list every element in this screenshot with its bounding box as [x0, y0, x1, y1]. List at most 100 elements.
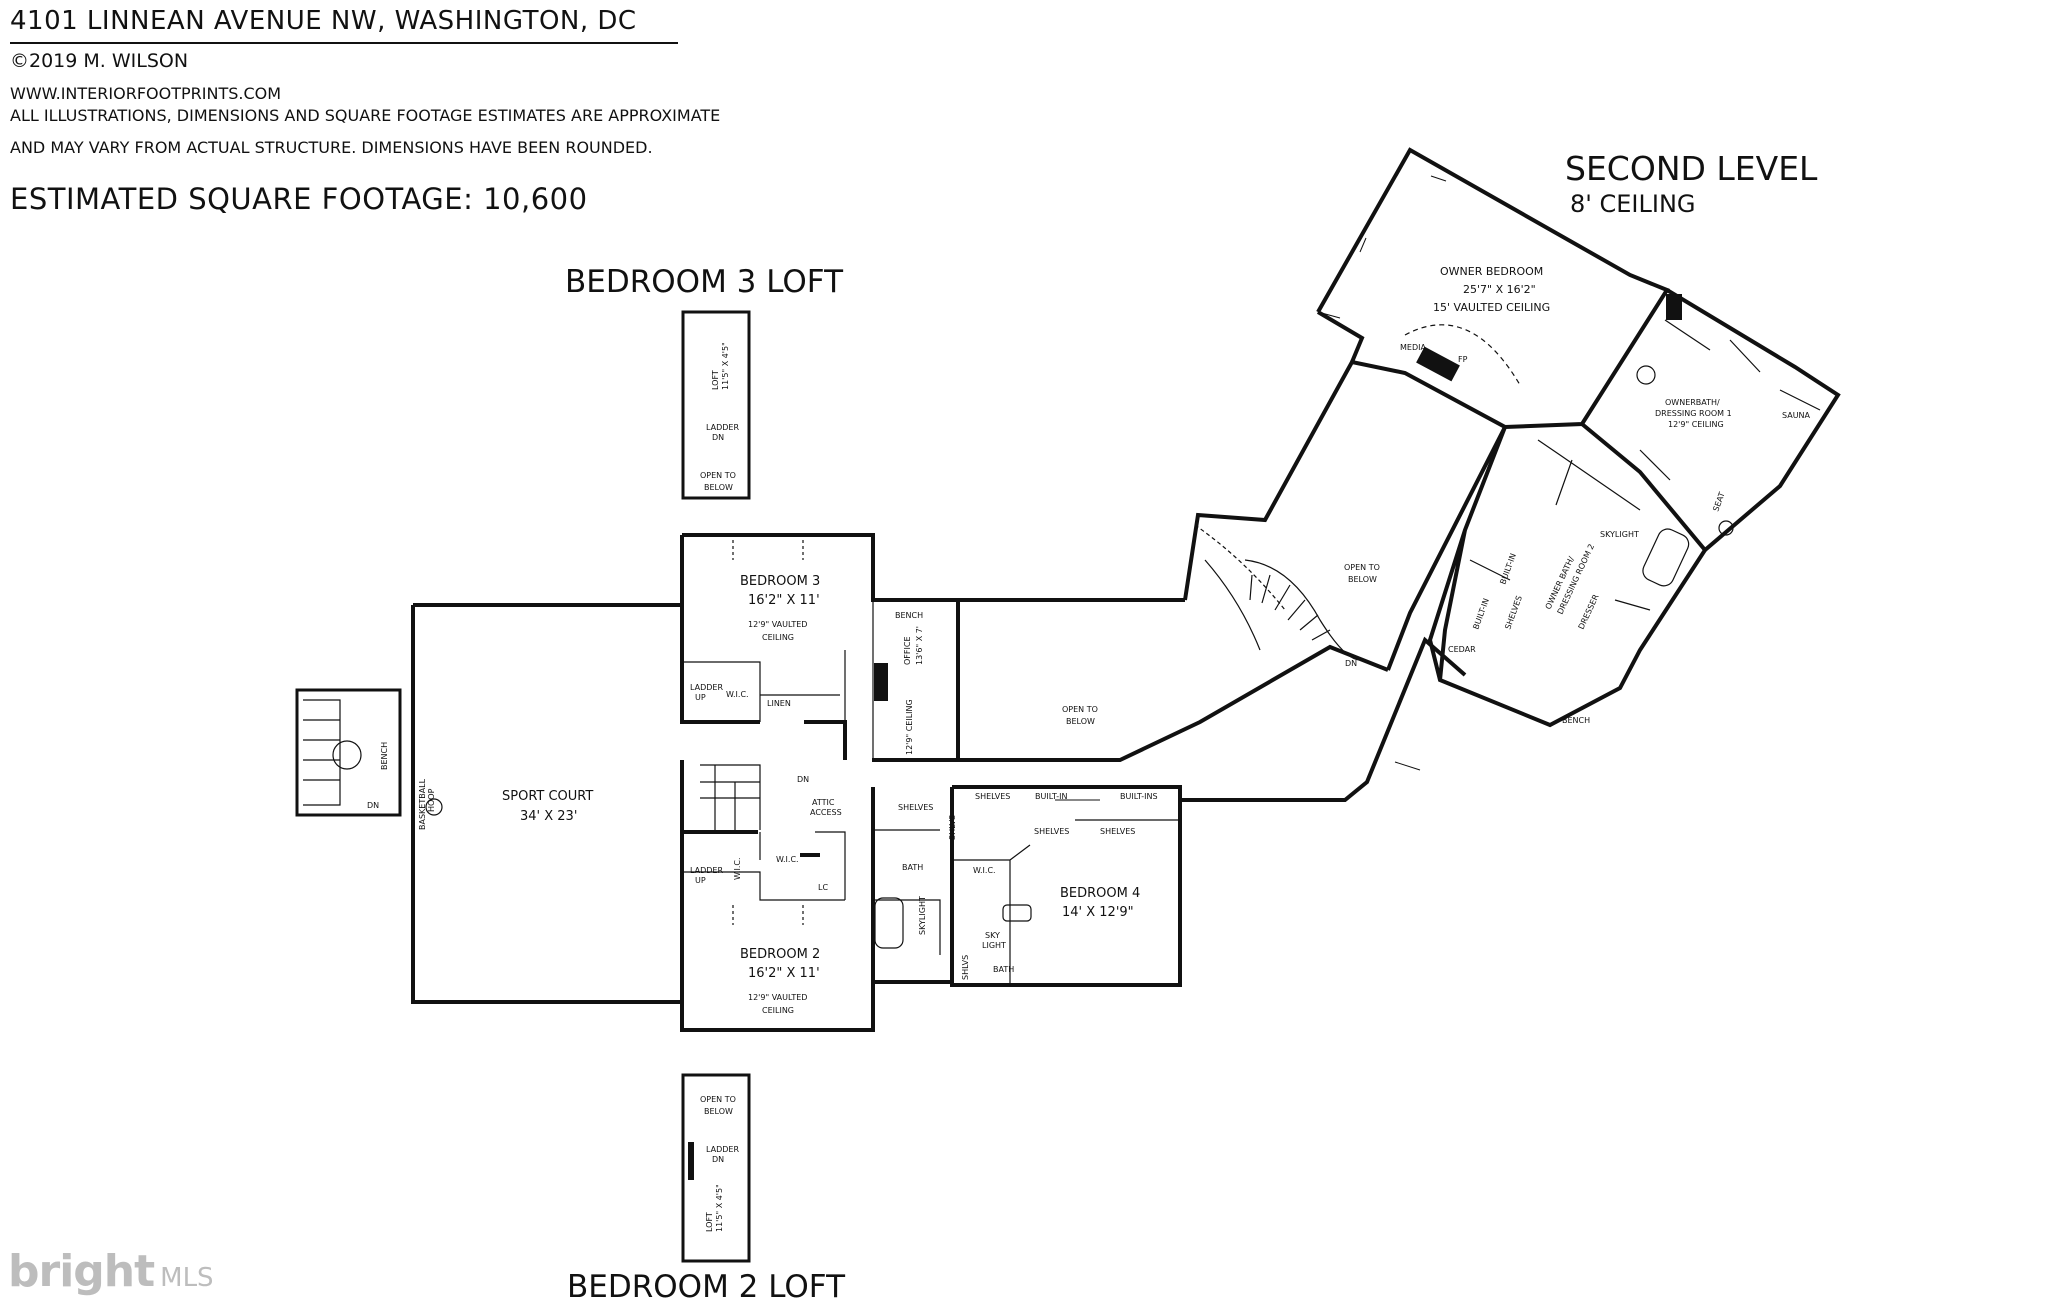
watermark-suffix: MLS	[160, 1263, 214, 1293]
shelves-b4c: SHELVES	[1100, 827, 1135, 836]
ladder-up-2a: LADDER	[690, 866, 723, 875]
light-label: LIGHT	[982, 941, 1006, 950]
open-below-wall	[1183, 359, 1508, 671]
lc-label: LC	[818, 883, 828, 892]
open-below-1b: BELOW	[1348, 575, 1377, 584]
loft2-label: LOFT	[705, 1212, 714, 1232]
sport-court-entry	[295, 688, 402, 817]
bedroom3-loft-title: BEDROOM 3 LOFT	[565, 264, 844, 300]
owner-bedroom-ceiling: 15' VAULTED CEILING	[1433, 301, 1550, 314]
disclaimer-line-2: AND MAY VARY FROM ACTUAL STRUCTURE. DIME…	[10, 138, 653, 157]
wic-b4: W.I.C.	[973, 866, 996, 875]
bedroom4-wall	[950, 785, 1182, 987]
basketball-2: HOOP	[427, 788, 436, 812]
office-ceiling: 12'9" CEILING	[905, 699, 914, 755]
bedroom3-name: BEDROOM 3	[740, 574, 820, 589]
bedroom3-ceiling2: CEILING	[762, 633, 794, 642]
office-dims: 13'6" X 7'	[915, 626, 924, 665]
media-label: MEDIA	[1400, 343, 1426, 352]
connector-wall	[958, 598, 1467, 802]
owner-bath1-name: OWNERBATH/	[1665, 398, 1720, 407]
built-in-b4: BUILT-IN	[1035, 792, 1067, 801]
bath-label-1: BATH	[902, 863, 923, 872]
basketball-1: BASKETBALL	[418, 778, 427, 830]
wic-2b: W.I.C.	[776, 855, 799, 864]
linen-label: LINEN	[767, 699, 791, 708]
skylight-hall: SKYLIGHT	[918, 896, 927, 935]
hall-dn: DN	[797, 775, 809, 784]
shelves-label-owner: SHELVES	[1503, 594, 1524, 630]
owner-bath2-wall	[1427, 426, 1707, 728]
ladder-up-2b: UP	[695, 876, 706, 885]
disclaimer-line-1: ALL ILLUSTRATIONS, DIMENSIONS AND SQUARE…	[10, 106, 721, 125]
attic-1: ATTIC	[812, 798, 835, 807]
sport-bench: BENCH	[380, 742, 389, 770]
wic-2a: W.I.C.	[733, 857, 742, 880]
loft2-below: BELOW	[704, 1107, 733, 1116]
ladder-up-3b: UP	[695, 693, 706, 702]
owner-bath1-name2: DRESSING ROOM 1	[1655, 409, 1732, 418]
ladder-up-3a: LADDER	[690, 683, 723, 692]
bedroom4-name: BEDROOM 4	[1060, 886, 1140, 901]
bedroom3-ceiling1: 12'9" VAULTED	[748, 620, 807, 629]
sport-court-dims: 34' X 23'	[520, 809, 577, 824]
built-ins-b4: BUILT-INS	[1120, 792, 1158, 801]
bedroom3-dims: 16'2" X 11'	[748, 593, 820, 608]
square-footage: ESTIMATED SQUARE FOOTAGE: 10,600	[10, 182, 588, 216]
copyright: ©2019 M. WILSON	[10, 50, 189, 72]
property-address: 4101 LINNEAN AVENUE NW, WASHINGTON, DC	[10, 6, 637, 36]
website: WWW.INTERIORFOOTPRINTS.COM	[10, 84, 282, 103]
sport-dn: DN	[367, 801, 379, 810]
shelves-b4a: SHELVES	[975, 792, 1010, 801]
bedroom2-dims: 16'2" X 11'	[748, 966, 820, 981]
loft3-open-to: OPEN TO	[700, 471, 736, 480]
built-in-label-2: BUILT-IN	[1471, 597, 1491, 631]
open-below-2b: BELOW	[1066, 717, 1095, 726]
dresser-label: DRESSER	[1577, 593, 1601, 631]
shelves-b4b: SHELVES	[1034, 827, 1069, 836]
bedroom4-dims: 14' X 12'9"	[1062, 905, 1134, 920]
shelves-hall: SHELVES	[898, 803, 933, 812]
bedroom2-ceiling1: 12'9" VAULTED	[748, 993, 807, 1002]
bedroom2-ceiling2: CEILING	[762, 1006, 794, 1015]
bedroom2-loft-box	[681, 1073, 751, 1263]
bedroom2-loft-title: BEDROOM 2 LOFT	[567, 1269, 846, 1300]
owner-bedroom-name: OWNER BEDROOM	[1440, 265, 1543, 278]
owner-bath1-ceiling: 12'9" CEILING	[1668, 420, 1724, 429]
level-ceiling: 8' CEILING	[1570, 190, 1696, 218]
open-below-2: OPEN TO	[1062, 705, 1098, 714]
sport-court-name: SPORT COURT	[502, 789, 593, 804]
office-bench: BENCH	[895, 611, 923, 620]
owner-bedroom-wall	[1316, 147, 1670, 429]
bath-label-2: BATH	[993, 965, 1014, 974]
shlvs-1: SHLVS	[948, 815, 957, 840]
wic-3: W.I.C.	[726, 690, 749, 699]
address-underline	[10, 42, 678, 44]
owner-bench-label: BENCH	[1562, 716, 1590, 725]
bedroom2-name: BEDROOM 2	[740, 947, 820, 962]
loft3-dn: DN	[712, 433, 724, 442]
cedar-label: CEDAR	[1448, 645, 1476, 654]
watermark-brand: bright	[8, 1246, 155, 1297]
bedroom3-loft-box	[681, 310, 751, 500]
stair-dn: DN	[1345, 659, 1357, 668]
office-name: OFFICE	[903, 637, 912, 666]
open-below-1: OPEN TO	[1344, 563, 1380, 572]
sky-label: SKY	[985, 931, 1000, 940]
loft2-ladder: LADDER	[706, 1145, 739, 1154]
attic-2: ACCESS	[810, 808, 842, 817]
shlvs-2: SHLVS	[961, 955, 970, 980]
loft2-dims: 11'5" X 4'5"	[715, 1184, 724, 1232]
loft3-ladder: LADDER	[706, 423, 739, 432]
owner-bath1-wall	[1580, 288, 1841, 553]
seat-label: SEAT	[1711, 491, 1726, 513]
loft3-below: BELOW	[704, 483, 733, 492]
fp-label: FP	[1458, 355, 1468, 364]
owner-bedroom-dims: 25'7" X 16'2"	[1463, 283, 1536, 296]
sauna-label: SAUNA	[1782, 411, 1811, 420]
built-in-label-1: BUILT-IN	[1498, 552, 1518, 586]
skylight-label-owner: SKYLIGHT	[1600, 530, 1639, 539]
loft2-open-to: OPEN TO	[700, 1095, 736, 1104]
